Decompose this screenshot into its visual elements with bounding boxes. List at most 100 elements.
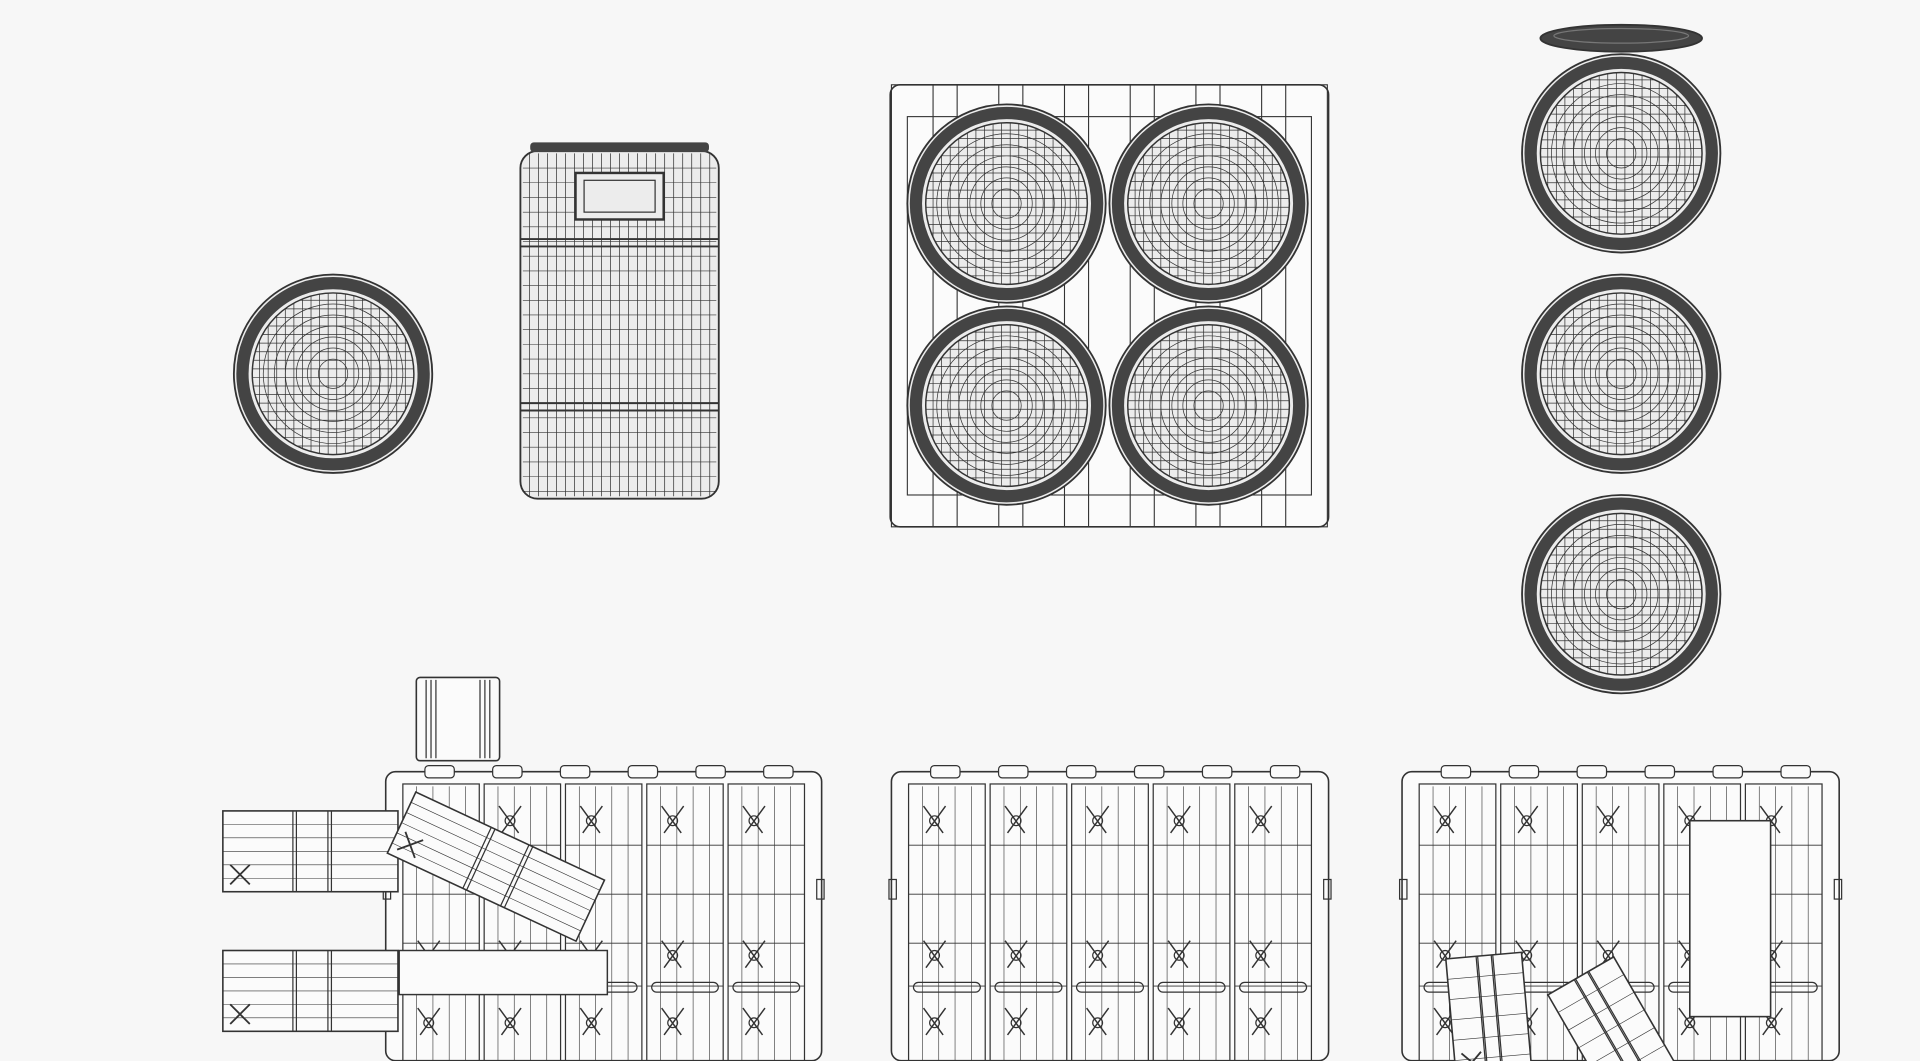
pallet-tab [1712, 764, 1744, 779]
pallet-board [1285, 84, 1328, 528]
valve-icon [1092, 1017, 1104, 1029]
barrel-rim [909, 308, 1104, 503]
valve-cross-icon [396, 831, 424, 859]
pallet-tab [1508, 764, 1540, 779]
valve-cross-icon [229, 864, 251, 886]
valve-cross-icon [579, 1007, 603, 1036]
valve-icon [1173, 815, 1185, 827]
pallet-tab [1576, 764, 1608, 779]
pallet-board [1088, 84, 1131, 528]
small-cylinder [415, 676, 501, 762]
barrel-top-1 [906, 103, 1107, 304]
valve-cross-icon [498, 805, 522, 834]
barrel-column-bottom [1521, 494, 1722, 695]
valve-cross-icon [1004, 940, 1028, 969]
barrel-column-top [1521, 53, 1722, 254]
barrel-top-2 [1108, 103, 1309, 304]
valve-icon [1092, 815, 1104, 827]
valve-cross-icon [498, 1007, 522, 1036]
valve-cross-icon [742, 1007, 766, 1036]
valve-icon [1521, 815, 1533, 827]
valve-cross-icon [1086, 940, 1110, 969]
valve-cross-icon [1460, 1051, 1484, 1061]
pallet-tab [1201, 764, 1233, 779]
valve-cross-icon [1433, 805, 1457, 834]
pallet-tab [492, 764, 523, 779]
container-cell [907, 783, 986, 1061]
valve-cross-icon [661, 1007, 685, 1036]
valve-icon [1173, 1017, 1185, 1029]
pallet-tab [1644, 764, 1676, 779]
valve-icon [929, 949, 941, 961]
pallet-side-block [1833, 878, 1843, 900]
valve-cross-icon [1596, 805, 1620, 834]
pallet-tab [763, 764, 794, 779]
drum-lying [398, 949, 609, 996]
barrel-rim [236, 277, 430, 471]
pallet-board [1022, 84, 1066, 528]
valve-cross-icon [742, 805, 766, 834]
container-cell [646, 783, 724, 1061]
valve-cross-icon [1249, 940, 1273, 969]
pallet-board [1153, 84, 1197, 528]
valve-icon [423, 1017, 435, 1029]
pallet-tab [1065, 764, 1097, 779]
valve-cross-icon [1515, 805, 1539, 834]
barrel-top-4 [1108, 305, 1309, 506]
pallet-board [1219, 84, 1263, 528]
pallet-tab [1133, 764, 1165, 779]
pallet-tab [424, 764, 455, 779]
drum-tilted [386, 791, 606, 943]
container-cell [727, 783, 806, 1061]
drum-side-lower [222, 949, 399, 1033]
cylinder-body [415, 676, 501, 762]
valve-cross-icon [1004, 1007, 1028, 1036]
container-cell [1581, 783, 1660, 1061]
valve-icon [667, 1017, 679, 1029]
pallet-frame [906, 116, 1312, 496]
valve-cross-icon [661, 940, 685, 969]
valve-cross-icon [1167, 940, 1191, 969]
valve-icon [1010, 1017, 1022, 1029]
pallet-bottom-middle [888, 764, 1332, 1061]
barrel-lid-grid [925, 122, 1088, 285]
valve-cross-icon [1167, 805, 1191, 834]
valve-icon [1255, 949, 1267, 961]
valve-icon [1255, 815, 1267, 827]
valve-icon [748, 949, 760, 961]
valve-icon [1439, 949, 1451, 961]
barrel-lid [1539, 23, 1703, 53]
container-cell [1418, 783, 1497, 1061]
valve-icon [1173, 949, 1185, 961]
valve-icon [585, 815, 597, 827]
pallet-tab [997, 764, 1029, 779]
valve-cross-icon [579, 805, 603, 834]
pallet-side-block [1398, 878, 1408, 900]
container-cell [1071, 783, 1149, 1061]
drum-side-upper [222, 810, 399, 893]
pallet-outline [890, 770, 1330, 1061]
valve-icon [929, 815, 941, 827]
valve-cross-icon [661, 805, 685, 834]
drum-fallen-1 [1444, 951, 1533, 1061]
valve-cross-icon [742, 940, 766, 969]
valve-icon [667, 949, 679, 961]
container-cell [402, 783, 480, 1061]
pallet-tab [1269, 764, 1301, 779]
valve-icon [504, 815, 516, 827]
valve-cross-icon [922, 940, 947, 969]
container-cell [989, 783, 1068, 1061]
pallet-side-block [1323, 878, 1332, 900]
valve-icon [748, 815, 760, 827]
valve-icon [1010, 949, 1022, 961]
pallet-bottom-right [1398, 764, 1843, 1061]
pallet-tab [695, 764, 726, 779]
container-cell [1500, 783, 1578, 1061]
valve-icon [1602, 815, 1614, 827]
valve-icon [929, 1017, 941, 1029]
drum-standing [1689, 819, 1772, 1018]
pallet-tab [1780, 764, 1812, 779]
valve-cross-icon [1249, 1007, 1273, 1036]
valve-icon [1439, 815, 1451, 827]
